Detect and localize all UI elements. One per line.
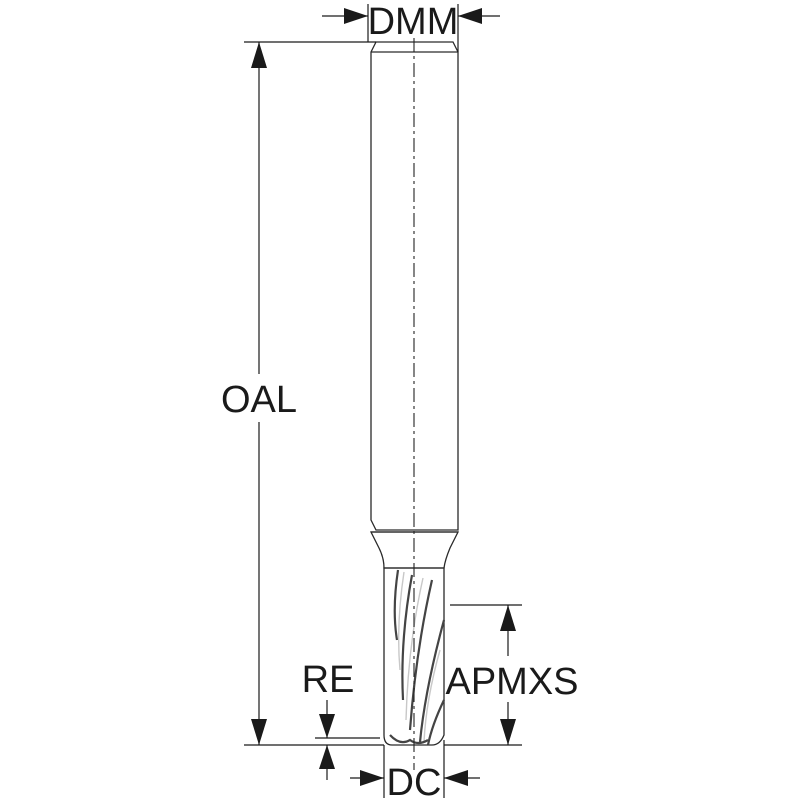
dmm-label: DMM [368,1,459,43]
oal-dimension: OAL [218,41,384,746]
tool-shank [370,41,459,531]
dc-label: DC [387,762,442,800]
apmxs-label-bg [448,656,576,702]
re-arrow-top [319,714,335,738]
dmm-arrow-left [344,8,368,24]
tool-cutting-section [383,567,445,746]
apmxs-arrow-bottom [500,719,516,745]
tool-flutes [389,569,446,746]
end-mill-tool [369,38,460,770]
dc-dimension: DC [350,740,480,800]
re-label: RE [302,659,355,701]
apmxs-arrow-top [500,605,516,631]
dc-arrow-left [360,770,384,786]
oal-label-bg [218,374,298,422]
re-arrow-bottom [319,745,335,769]
apmxs-dimension: APMXS [444,604,579,746]
oal-arrow-bottom [251,719,267,745]
dc-arrow-right [444,770,468,786]
re-dimension: RE [302,659,380,780]
apmxs-label: APMXS [445,661,578,703]
dmm-arrow-right [458,8,482,24]
dmm-dimension: DMM [322,1,500,52]
oal-label: OAL [221,379,297,421]
oal-arrow-top [251,42,267,68]
